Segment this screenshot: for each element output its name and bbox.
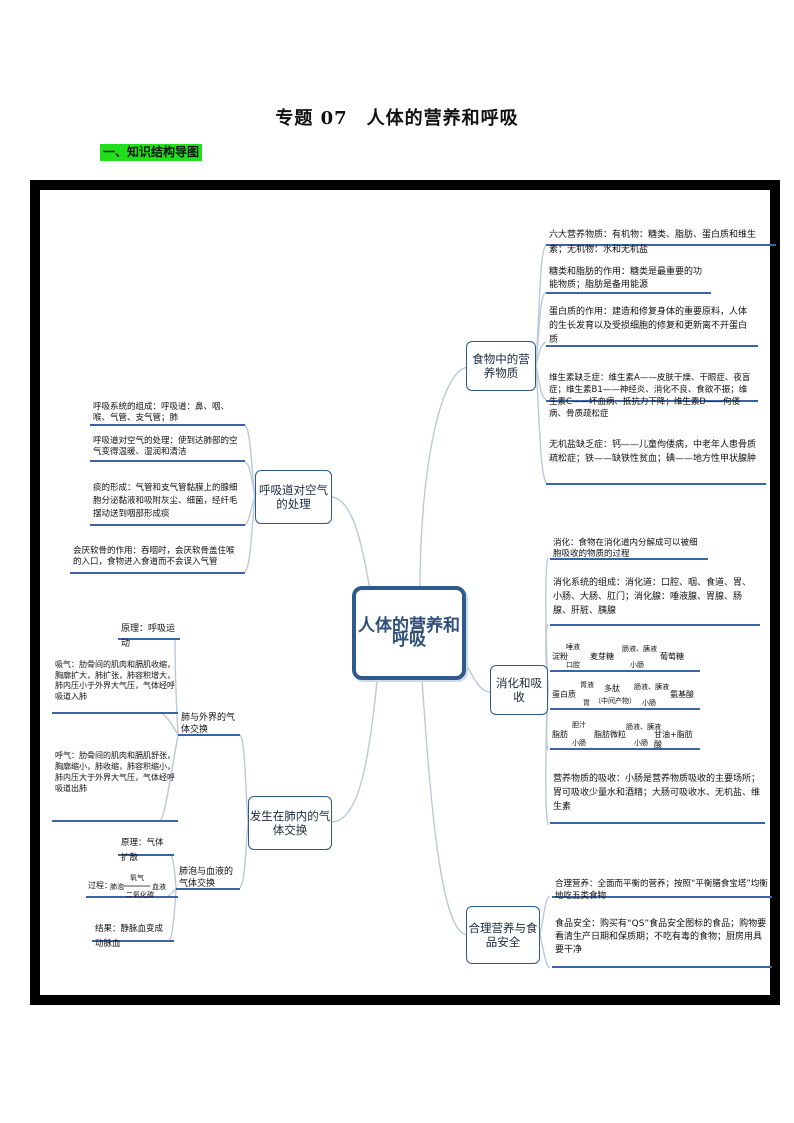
- process-arrow-icon: [124, 885, 150, 887]
- fat-a-bot: 小肠: [572, 739, 586, 747]
- protein-a-bot: 胃: [583, 699, 590, 707]
- food-leaf-vitamins: 维生素缺乏症：维生素A——皮肤干燥、干眼症、夜盲症；维生素B1——神经炎、消化不…: [546, 372, 758, 419]
- branch-food-safety: 合理营养与食品安全: [466, 906, 540, 964]
- exchange-leaf-principle-breathing: 原理：呼吸运动: [118, 622, 180, 649]
- protein-end: 氨基酸: [670, 690, 694, 699]
- food-leaf-minerals: 无机盐缺乏症：钙——儿童佝偻病，中老年人患骨质疏松症；铁——缺铁性贫血；碘——地…: [546, 438, 766, 485]
- process-top: 氧气: [130, 874, 144, 882]
- fat-b-bot: 小肠: [634, 739, 648, 747]
- starch-b-bot: 小肠: [630, 661, 644, 669]
- safety-leaf-nutrition: 合理营养：全面而平衡的营养；按照“平衡膳食宝塔”均衡地吃五类食物: [552, 878, 772, 901]
- fat-end: 甘油+脂肪酸: [654, 730, 693, 749]
- process-left: 肺泡: [110, 883, 124, 891]
- process-label: 过程：: [88, 881, 112, 890]
- digest-leaf-system: 消化系统的组成：消化道：口腔、咽、食道、胃、小肠、大肠、肛门；消化腺：唾液腺、胃…: [550, 576, 760, 626]
- protein-label: 蛋白质: [552, 690, 576, 699]
- food-leaf-protein: 蛋白质的作用：建造和修复身体的重要原料，人体的生长发育以及受损细胞的修复和更新离…: [546, 305, 758, 347]
- subbranch-alveoli-blood-exchange: 肺泡与血液的气体交换: [176, 866, 240, 890]
- protein-b-bot: 小肠: [642, 699, 656, 707]
- exchange-leaf-inhale: 吸气：肋骨间的肌肉和膈肌收缩，胸廓扩大，肺扩张，肺容积增大，肺内压小于外界大气压…: [52, 660, 178, 714]
- exchange-leaf-process: 过程： 肺泡 氧气 二氧化碳 血液: [86, 872, 178, 899]
- protein-mid2: （中间产物）: [594, 697, 636, 705]
- fat-b-top: 肠液、胰液: [626, 723, 661, 731]
- exchange-leaf-principle-diffusion: 原理：气体扩散: [118, 836, 174, 863]
- exchange-leaf-result: 结果：静脉血变成动脉血: [92, 922, 174, 949]
- process-right: 血液: [152, 883, 166, 891]
- branch-food-nutrients: 食物中的营养物质: [466, 341, 536, 391]
- section-heading: 一、知识结构导图: [100, 144, 203, 161]
- starch-a-bot: 口腔: [566, 661, 580, 669]
- starch-b-top: 肠液、胰液: [622, 645, 657, 653]
- starch-end: 葡萄糖: [660, 652, 684, 661]
- airway-leaf-system: 呼吸系统的组成：呼吸道：鼻、咽、喉、气管、支气管；肺: [90, 402, 245, 426]
- protein-b-top: 肠液、胰液: [634, 683, 669, 691]
- starch-mid: 麦芽糖: [590, 652, 614, 661]
- digest-leaf-absorption: 营养物质的吸收：小肠是营养物质吸收的主要场所；胃可吸收少量水和酒精；大肠可吸收水…: [550, 772, 765, 824]
- digest-flow-fat: 脂肪 胆汁 小肠 脂肪微粒 肠液、胰液 小肠 甘油+脂肪酸: [550, 718, 700, 750]
- digest-flow-protein: 蛋白质 胃液 胃 多肽 （中间产物） 肠液、胰液 小肠 氨基酸: [550, 678, 700, 710]
- food-leaf-six-nutrients: 六大营养物质：有机物：糖类、脂肪、蛋白质和维生素；无机物：水和无机盐: [546, 228, 776, 255]
- branch-gas-exchange: 发生在肺内的气体交换: [248, 796, 332, 850]
- branch-airway: 呼吸道对空气的处理: [255, 470, 332, 524]
- fat-mid: 脂肪微粒: [594, 730, 626, 739]
- airway-leaf-processing: 呼吸道对空气的处理：使到达肺部的空气变得温暖、湿润和清洁: [90, 436, 245, 462]
- food-leaf-carbs-fat: 糖类和脂肪的作用：糖类是最重要的功能物质；脂肪是备用能源: [546, 266, 711, 294]
- process-bottom: 二氧化碳: [126, 891, 154, 899]
- digest-flow-starch: 淀粉 唾液 口腔 麦芽糖 肠液、胰液 小肠 葡萄糖: [550, 640, 700, 672]
- protein-mid: 多肽: [604, 684, 620, 693]
- protein-a-top: 胃液: [580, 681, 594, 689]
- starch-label: 淀粉: [552, 652, 568, 661]
- airway-leaf-phlegm: 痰的形成：气管和支气管黏膜上的腺细胞分泌黏液和吸附灰尘、细菌，经纤毛摆动送到咽部…: [90, 482, 245, 526]
- branch-digestion: 消化和吸收: [490, 665, 548, 715]
- fat-a-top: 胆汁: [572, 721, 586, 729]
- center-topic: 人体的营养和呼吸: [352, 586, 466, 680]
- safety-leaf-food-safety: 食品安全：购买有“QS”食品安全图标的食品；购物要看清生产日期和保质期；不吃有毒…: [552, 918, 772, 968]
- digest-leaf-definition: 消化：食物在消化道内分解成可以被细胞吸收的物质的过程: [550, 538, 708, 560]
- airway-leaf-epiglottis: 会厌软骨的作用：吞咽时，会厌软骨盖住喉的入口，食物进入食道而不会误入气管: [70, 546, 245, 574]
- page-title: 专题 07 人体的营养和呼吸: [275, 108, 519, 129]
- exchange-leaf-exhale: 呼气：肋骨间的肌肉和膈肌舒张，胸廓缩小，肺收缩，肺容积缩小，肺内压大于外界大气压…: [52, 750, 178, 822]
- starch-a-top: 唾液: [566, 643, 580, 651]
- subbranch-lung-external-exchange: 肺与外界的气体交换: [178, 712, 240, 736]
- fat-label: 脂肪: [552, 730, 568, 739]
